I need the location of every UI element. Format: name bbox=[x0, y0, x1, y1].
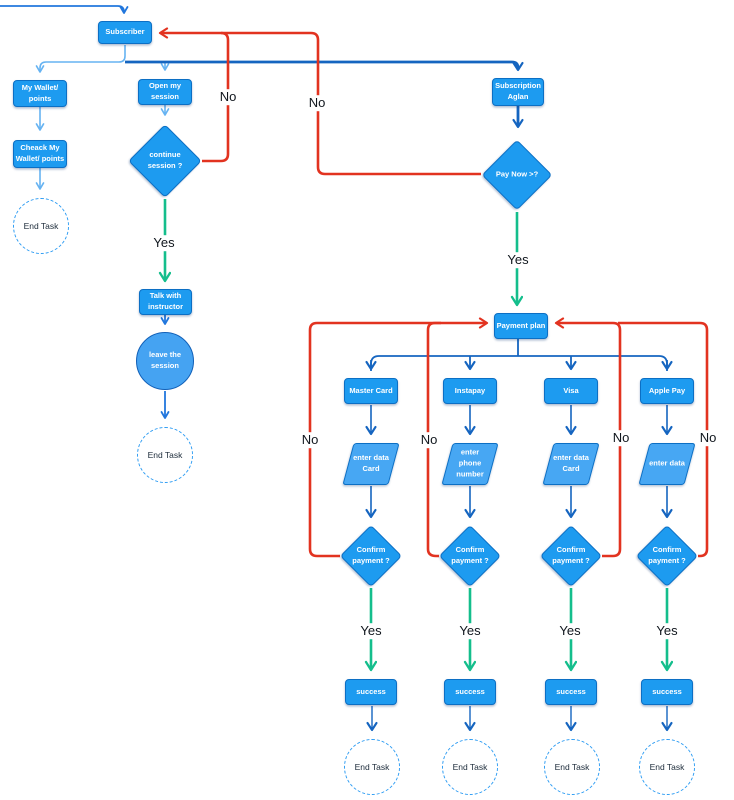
open-session-label: Open my session bbox=[148, 81, 182, 101]
success-node-1[interactable]: success bbox=[345, 679, 397, 705]
yes-label-confirm-1: Yes bbox=[358, 623, 384, 639]
my-wallet-node[interactable]: My Wallet/ points bbox=[13, 80, 67, 107]
edge-subscriber-wallet bbox=[35, 45, 126, 73]
yes-label-confirm-4: Yes bbox=[654, 623, 680, 639]
end-task-label: End Task bbox=[147, 450, 183, 460]
method-visa-node[interactable]: Visa bbox=[544, 378, 598, 404]
end-task-label: End Task bbox=[649, 762, 685, 772]
open-session-node[interactable]: Open my session bbox=[138, 79, 192, 105]
talk-instructor-label: Talk with instructor bbox=[147, 291, 183, 311]
yes-label-confirm-2: Yes bbox=[457, 623, 483, 639]
yes-label-confirm-3: Yes bbox=[557, 623, 583, 639]
subscription-plan-node[interactable]: Subscription Aglan bbox=[492, 78, 544, 106]
success-node-3[interactable]: success bbox=[545, 679, 597, 705]
method-apple-pay-node[interactable]: Apple Pay bbox=[640, 378, 694, 404]
check-wallet-node[interactable]: Cheack My Wallet/ points bbox=[13, 140, 67, 168]
talk-instructor-node[interactable]: Talk with instructor bbox=[139, 289, 192, 315]
end-task-circle-4[interactable]: End Task bbox=[639, 739, 695, 795]
payment-plan-node[interactable]: Payment plan bbox=[494, 313, 548, 339]
end-task-label: End Task bbox=[23, 221, 59, 231]
yes-label-continue-session: Yes bbox=[151, 235, 177, 251]
leave-session-circle[interactable]: leave the session bbox=[136, 332, 194, 390]
method-instapay-node[interactable]: Instapay bbox=[443, 378, 497, 404]
end-task-circle-2[interactable]: End Task bbox=[442, 739, 498, 795]
subscription-plan-label: Subscription Aglan bbox=[495, 81, 541, 101]
subscriber-label: Subscriber bbox=[105, 27, 145, 37]
no-label-confirm-4: No bbox=[697, 430, 719, 446]
no-label-confirm-2: No bbox=[418, 432, 440, 448]
subscriber-node[interactable]: Subscriber bbox=[98, 21, 152, 44]
end-task-circle-1[interactable]: End Task bbox=[344, 739, 400, 795]
success-node-4[interactable]: success bbox=[641, 679, 693, 705]
end-task-label: End Task bbox=[354, 762, 390, 772]
payment-plan-label: Payment plan bbox=[496, 320, 546, 330]
no-label-continue-session: No bbox=[217, 89, 239, 105]
end-task-circle-wallet[interactable]: End Task bbox=[13, 198, 69, 254]
no-label-confirm-1: No bbox=[299, 432, 321, 448]
success-label-3: success bbox=[556, 686, 586, 696]
no-label-confirm-3: No bbox=[610, 430, 632, 446]
edge-confirm-no-4 bbox=[618, 321, 709, 558]
success-node-2[interactable]: success bbox=[444, 679, 496, 705]
my-wallet-label: My Wallet/ points bbox=[21, 82, 59, 103]
end-task-label: End Task bbox=[554, 762, 590, 772]
method-master-card-label: Master Card bbox=[349, 385, 393, 395]
method-apple-pay-label: Apple Pay bbox=[648, 385, 686, 395]
yes-label-pay-now: Yes bbox=[505, 252, 531, 268]
edge-subscriber-subscription bbox=[125, 60, 518, 70]
method-visa-label: Visa bbox=[563, 385, 579, 395]
success-label-2: success bbox=[455, 686, 485, 696]
end-task-circle-3[interactable]: End Task bbox=[544, 739, 600, 795]
leave-session-label: leave the session bbox=[148, 350, 182, 370]
success-label-1: success bbox=[356, 686, 386, 696]
end-task-label: End Task bbox=[452, 762, 488, 772]
edge-entry-subscriber bbox=[0, 5, 129, 14]
edge-paymentplan-rail bbox=[370, 355, 668, 371]
method-instapay-label: Instapay bbox=[454, 385, 486, 395]
method-master-card-node[interactable]: Master Card bbox=[344, 378, 398, 404]
edge-confirm-no-1 bbox=[308, 323, 487, 558]
end-task-circle-session[interactable]: End Task bbox=[137, 427, 193, 483]
success-label-4: success bbox=[652, 686, 682, 696]
check-wallet-label: Cheack My Wallet/ points bbox=[15, 143, 65, 163]
no-label-pay-now: No bbox=[306, 95, 328, 111]
